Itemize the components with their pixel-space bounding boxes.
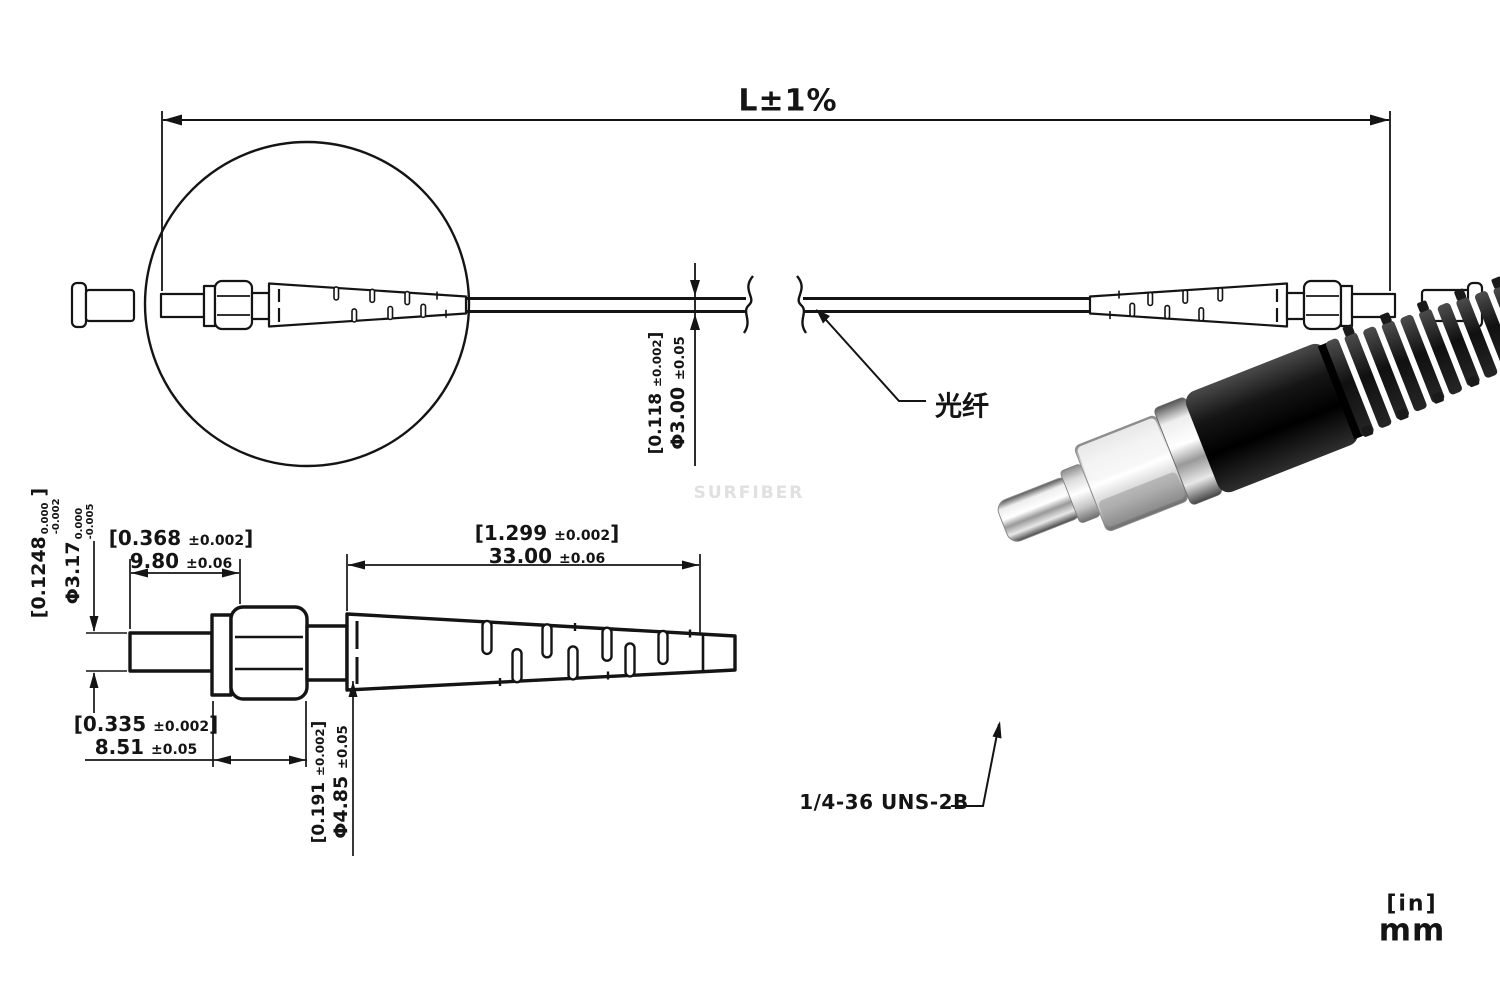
cable-od-label: [0.118 ±0.002] Φ3.00 ±0.05 [646,332,690,455]
fiber-leader [816,309,926,402]
ferrule-diameter-mm-value: Φ3.17 [62,541,84,605]
units-inch: [in] [1386,891,1438,917]
leader-arrow [816,309,830,324]
boot-length-label: [1.299 ±0.002] 33.00 ±0.06 [475,522,620,568]
washer [210,613,233,697]
connector-photo [997,276,1500,542]
ferrule-length-dimension [129,559,241,629]
detail-connector-drawing [128,605,737,701]
bracket-close: ] [28,487,50,497]
hex-nut [213,279,254,331]
cable-od-inch-tol: ±0.002 [649,339,664,387]
length-dimension [161,111,1391,291]
photo-hex-facet [1077,418,1167,480]
strain-relief-boot [345,612,737,692]
cable-od-mm-value: Φ3.00 [667,386,690,450]
ferrule-length-inch-tol: ±0.002 [188,533,245,549]
photo-boot [1185,343,1358,493]
dust-cap-end [70,281,88,329]
nut-length-mm-tol: ±0.05 [151,742,198,758]
nut-length-inch-tol: ±0.002 [153,719,210,735]
bracket-close: ] [610,521,620,545]
ferrule-length-inch-value: [0.368 [108,526,182,550]
washer [1339,284,1354,328]
boot-length-inch-tol: ±0.002 [554,528,611,544]
sleeve-diameter-mm-tol: ±0.05 [336,725,352,770]
right-connector-drawing [803,279,1484,331]
units-legend: [in] mm [1378,891,1446,949]
ferrule-diameter-mm-tol-lower: -0.005 [84,503,96,540]
leader-arrow [992,721,1002,739]
ferrule-length-label: [0.368 ±0.002] 9.80 ±0.06 [109,527,254,573]
boot-length-mm-tol: ±0.06 [558,551,606,567]
length-dimension-label: L±1% [738,83,838,119]
nut-length-dimension [85,701,307,767]
washer [202,284,217,328]
nut-length-inch-value: [0.335 [73,712,147,736]
boot-vent-slots [481,619,692,686]
thread-spec-label: 1/4-36 UNS-2B [799,790,969,814]
cable-od-dimension [690,263,700,466]
photo-boot-gap [1317,342,1364,440]
photo-hex-facet-lower [1098,472,1185,527]
bracket-close: ] [244,526,254,550]
sleeve [250,291,271,321]
sleeve-diameter-inch-value: [0.191 [308,781,329,844]
cable-od-inch-value: [0.118 [645,392,666,455]
units-mm: mm [1378,912,1446,949]
boot-length-mm-value: 33.00 [488,544,552,568]
bracket-close: ] [645,331,666,340]
sleeve-diameter-inch-tol: ±0.002 [312,728,327,776]
boot-vent-slots [1109,287,1224,322]
ferrule-diameter-inch-tol-upper: 0.000 [40,502,51,535]
nut-length-label: [0.335 ±0.002] 8.51 ±0.05 [74,713,219,759]
fiber-label: 光纤 [935,391,989,423]
ferrule-length-mm-tol: ±0.06 [186,556,233,572]
hex-nut [1302,279,1343,331]
hex-nut [229,605,309,701]
cable-break [742,275,808,334]
ferrule [1350,292,1397,319]
ferrule-diameter-inch-tol-lower: -0.002 [50,498,62,535]
sleeve-diameter-mm-value: Φ4.85 [330,775,353,839]
sleeve [305,624,349,682]
detail-dimensions [85,541,701,856]
ferrule-length-mm-value: 9.80 [129,549,180,573]
sleeve-diameter-dimension [348,681,358,856]
nut-length-mm-value: 8.51 [94,735,145,759]
strain-relief-boot [267,282,468,328]
sleeve-diameter-label: [0.191 ±0.002] Φ4.85 ±0.05 [309,721,353,844]
boot-length-inch-value: [1.299 [474,521,548,545]
left-connector-drawing [70,279,746,331]
watermark: SURFIBER [693,483,805,503]
bracket-close: ] [209,712,219,736]
bracket-close: ] [308,720,329,729]
ferrule [128,631,214,673]
thread-leader [951,721,1002,807]
ferrule-diameter-mm-tol-upper: 0.000 [74,507,85,540]
strain-relief-boot [1088,282,1289,328]
cable-od-mm-tol: ±0.05 [673,336,689,381]
ferrule-diameter-inch-value: [0.1248 [28,536,50,619]
dust-cap-body [84,288,136,323]
detail-circle [143,140,471,468]
ferrule-diameter-dimension [86,541,127,713]
ferrule [159,292,206,319]
boot-vent-slots [333,286,447,323]
photo-corrugation [1326,276,1500,437]
boot-length-dimension [346,554,701,634]
sleeve [1285,291,1306,321]
